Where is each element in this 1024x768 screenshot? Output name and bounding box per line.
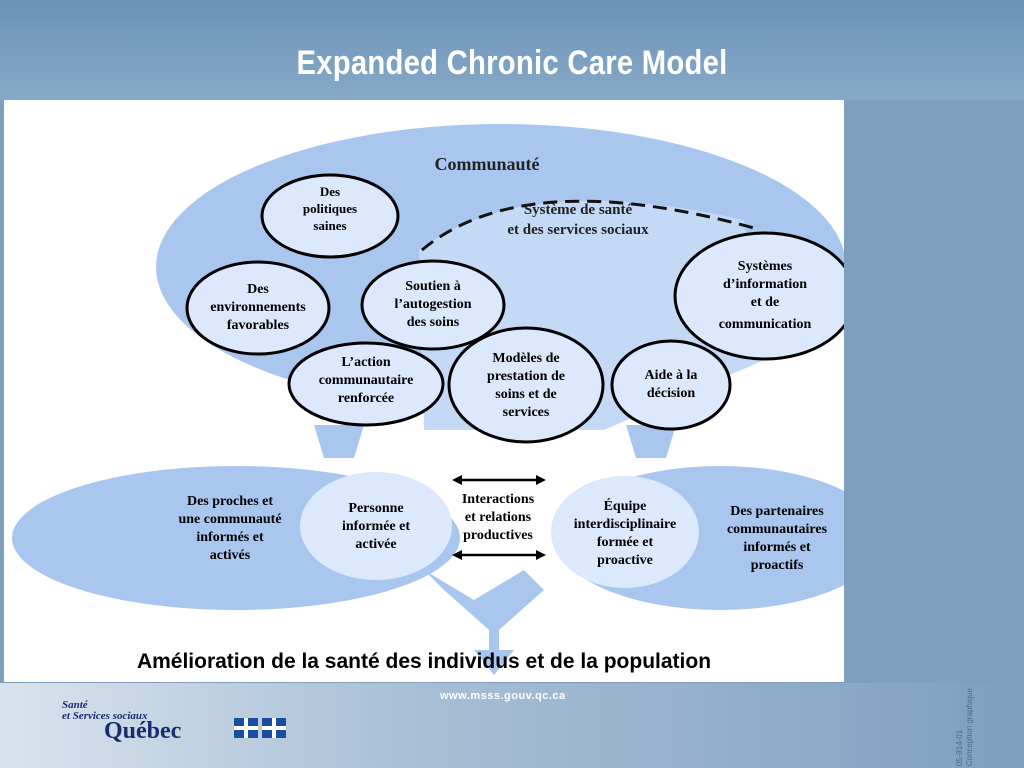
label-equipe: Équipe interdisciplinaire formée et proa…: [574, 497, 676, 568]
svg-text:des soins: des soins: [407, 315, 460, 330]
svg-text:Personne: Personne: [348, 501, 403, 516]
page-title: Expanded Chronic Care Model: [296, 44, 728, 82]
label-proches: Des proches et une communauté informés e…: [178, 494, 281, 563]
quebec-flag-icon: [234, 718, 286, 738]
label-interactions: Interactions et relations productives: [462, 492, 535, 543]
svg-text:d’information: d’information: [723, 277, 807, 292]
outcome-arrow: [424, 570, 544, 675]
svg-text:et relations: et relations: [465, 510, 532, 525]
svg-text:Des: Des: [320, 184, 340, 199]
svg-text:Équipe: Équipe: [604, 497, 647, 514]
svg-text:proactifs: proactifs: [751, 558, 804, 573]
svg-text:l’autogestion: l’autogestion: [395, 297, 472, 312]
arrow-head: [452, 475, 462, 485]
footer-bar: [0, 683, 1024, 768]
svg-text:informés et: informés et: [196, 530, 264, 545]
svg-text:renforcée: renforcée: [338, 391, 394, 406]
svg-text:informée et: informée et: [342, 519, 410, 534]
svg-text:activés: activés: [210, 548, 251, 563]
svg-text:Aide à la: Aide à la: [645, 368, 698, 383]
svg-text:Systèmes: Systèmes: [738, 259, 793, 274]
svg-text:activée: activée: [355, 537, 396, 552]
circle-modeles: Modèles de prestation de soins et de ser…: [447, 326, 605, 444]
code-line-2: Conception graphique: [965, 688, 974, 767]
logo-line-1: Santé: [62, 699, 88, 711]
svg-text:L’action: L’action: [341, 355, 390, 370]
equipe-circle: [551, 476, 699, 588]
svg-text:interdisciplinaire: interdisciplinaire: [574, 517, 676, 532]
svg-text:et de: et de: [751, 295, 779, 310]
svg-text:communautaires: communautaires: [727, 522, 828, 537]
circle-politiques: Des politiques saines: [260, 173, 400, 259]
svg-text:Des: Des: [247, 282, 269, 297]
logo-line-3: Québec: [104, 718, 182, 744]
left-funnel: [314, 425, 364, 458]
health-system-label-1: Système de santé: [524, 202, 633, 218]
circle-autogestion: Soutien à l’autogestion des soins: [360, 259, 506, 351]
svg-text:prestation de: prestation de: [487, 369, 565, 384]
publication-code: 05-914-01 Conception graphique: [955, 688, 975, 766]
svg-text:Des partenaires: Des partenaires: [730, 504, 824, 519]
quebec-logo: Santé et Services sociaux Québec: [62, 699, 181, 744]
label-personne: Personne informée et activée: [342, 501, 410, 552]
arrow-head: [452, 550, 462, 560]
svg-text:Des proches et: Des proches et: [187, 494, 273, 509]
code-line-1: 05-914-01: [955, 729, 964, 767]
svg-text:Interactions: Interactions: [462, 492, 535, 507]
svg-text:communication: communication: [719, 317, 812, 332]
circle-environnements: Des environnements favorables: [185, 260, 331, 356]
svg-text:saines: saines: [313, 218, 346, 233]
personne-circle: [300, 472, 452, 580]
svg-text:une communauté: une communauté: [178, 512, 281, 527]
svg-text:formée et: formée et: [597, 535, 654, 550]
svg-text:services: services: [503, 405, 550, 420]
label-partenaires: Des partenaires communautaires informés …: [727, 504, 828, 573]
diagram-panel: Communauté Système de santé et des servi…: [4, 100, 884, 682]
svg-text:informés et: informés et: [743, 540, 811, 555]
svg-text:politiques: politiques: [303, 201, 357, 216]
svg-text:productives: productives: [463, 528, 533, 543]
circle-systemes: Systèmes d’information et de communicati…: [673, 231, 857, 361]
ccm-diagram: Communauté Système de santé et des servi…: [12, 124, 884, 675]
right-funnel: [626, 425, 676, 458]
title-bar: [0, 0, 1024, 100]
circle-action: L’action communautaire renforcée: [287, 341, 445, 427]
outcome-label: Amélioration de la santé des individus e…: [136, 650, 712, 673]
svg-text:Soutien à: Soutien à: [405, 279, 461, 294]
community-label: Communauté: [434, 154, 539, 174]
arrow-head: [536, 550, 546, 560]
svg-text:communautaire: communautaire: [319, 373, 414, 388]
circle-aide: Aide à la décision: [610, 339, 732, 431]
health-system-label-2: et des services sociaux: [507, 222, 649, 238]
svg-text:environnements: environnements: [210, 300, 306, 315]
health-system-boundary: [421, 199, 755, 252]
svg-text:Modèles de: Modèles de: [492, 351, 559, 366]
arrow-head: [536, 475, 546, 485]
svg-text:favorables: favorables: [227, 318, 290, 333]
svg-text:proactive: proactive: [597, 553, 653, 568]
svg-text:soins et de: soins et de: [495, 387, 556, 402]
logo-line-2: et Services sociaux: [62, 710, 148, 722]
svg-text:décision: décision: [647, 386, 695, 401]
footer-url[interactable]: www.msss.gouv.qc.ca: [440, 690, 566, 702]
